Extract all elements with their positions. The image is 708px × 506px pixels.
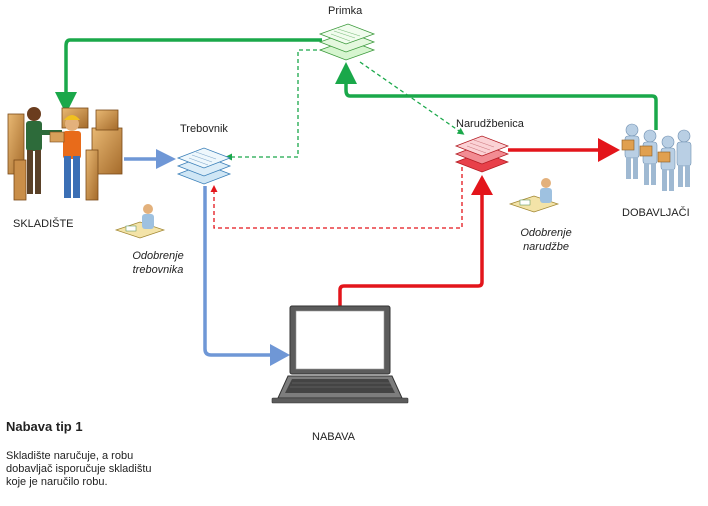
trebovnik-label: Trebovnik	[180, 123, 228, 135]
primka-label: Primka	[328, 5, 363, 17]
suppliers-icon	[621, 123, 692, 191]
approval-narudzba-label: Odobrenje narudžbe	[506, 226, 586, 254]
approval-trebovnik-icon	[114, 204, 166, 239]
arrow-narudzbenica-to-dobavljaci	[508, 138, 620, 162]
caption-title: Nabava tip 1	[6, 419, 83, 434]
narudzbenica-document-icon	[454, 135, 510, 173]
approval-trebovnik-label: Odobrenje trebovnika	[118, 249, 198, 277]
nabava-label: NABAVA	[312, 431, 355, 443]
trebovnik-document-icon	[176, 147, 232, 185]
caption-text: Skladište naručuje, a robu dobavljač isp…	[6, 450, 152, 488]
skladiste-label: SKLADIŠTE	[13, 218, 74, 230]
approval-trebovnik-line2: trebovnika	[132, 264, 184, 276]
dobavljaci-label: DOBAVLJAČI	[622, 207, 690, 219]
warehouse-workers-icon	[7, 107, 123, 201]
arrow-nabava-to-narudzbenica	[338, 175, 493, 307]
primka-document-icon	[318, 23, 376, 61]
arrow-narudzbenica-to-trebovnik-dashed	[210, 160, 463, 229]
narudzbenica-label: Narudžbenica	[456, 118, 524, 130]
approval-trebovnik-line1: Odobrenje	[132, 250, 184, 262]
arrow-primka-to-skladiste	[55, 38, 322, 114]
arrow-dobavljaci-to-primka	[335, 62, 658, 130]
laptop-icon	[271, 305, 409, 404]
approval-narudzba-line1: Odobrenje	[520, 227, 572, 239]
approval-narudzba-line2: narudžbe	[523, 241, 569, 253]
arrow-trebovnik-to-nabava	[203, 186, 290, 366]
arrow-skladiste-to-trebovnik	[124, 149, 176, 169]
arrow-primka-to-trebovnik-dashed	[225, 49, 324, 161]
approval-narudzba-icon	[508, 178, 560, 213]
